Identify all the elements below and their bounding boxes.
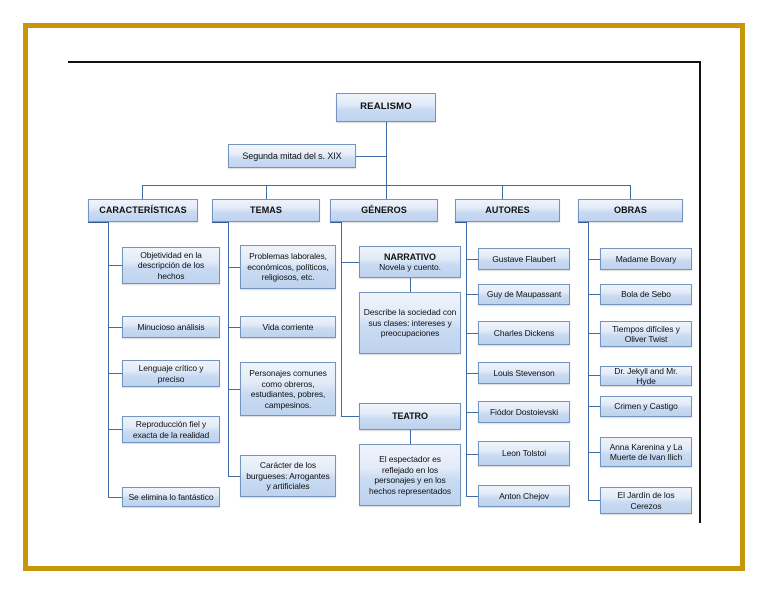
connector-trunk-top-autores [455,222,467,223]
connector-drop-generos [386,185,387,199]
connector-stub-a4 [466,373,478,374]
connector-stub-teatro [341,416,359,417]
connector-narrativo-detail [410,278,411,292]
connector-root-vertical [386,122,387,185]
node-obras-item-2[interactable]: Bola de Sebo [600,284,692,305]
node-obras-item-4[interactable]: Dr. Jekyll and Mr. Hyde [600,366,692,386]
connector-stub-c3 [108,373,122,374]
node-obras-item-7[interactable]: El Jardín de los Cerezos [600,487,692,514]
node-autores-item-6[interactable]: Leon Tolstoi [478,441,570,466]
connector-stub-o1 [588,259,600,260]
connector-stub-a3 [466,333,478,334]
node-caracteristicas-item-3[interactable]: Lenguaje crítico y preciso [122,360,220,387]
node-obras-item-5[interactable]: Crimen y Castigo [600,396,692,417]
node-header-temas[interactable]: TEMAS [212,199,320,222]
connector-trunk-temas [228,222,229,476]
node-autores-item-4[interactable]: Louis Stevenson [478,362,570,384]
connector-trunk-top-generos [330,222,342,223]
node-temas-item-4[interactable]: Carácter de los burgueses: Arrogantes y … [240,455,336,497]
node-header-obras[interactable]: OBRAS [578,199,683,222]
connector-stub-t4 [228,476,240,477]
node-temas-item-1[interactable]: Problemas laborales, económicos, polític… [240,245,336,289]
connector-stub-a2 [466,294,478,295]
connector-trunk-caracteristicas [108,222,109,497]
inner-rule-top [68,61,701,63]
connector-stub-o7 [588,500,600,501]
connector-stub-a1 [466,259,478,260]
node-header-caracteristicas[interactable]: CARACTERÍSTICAS [88,199,198,222]
connector-stub-c5 [108,497,122,498]
node-autores-item-3[interactable]: Charles Dickens [478,321,570,345]
node-obras-item-6[interactable]: Anna Karenina y La Muerte de Ivan Ilich [600,437,692,467]
node-root-realismo[interactable]: REALISMO [336,93,436,122]
connector-stub-c2 [108,327,122,328]
connector-trunk-top-obras [578,222,589,223]
connector-period-stub [356,156,387,157]
node-caracteristicas-item-2[interactable]: Minucioso análisis [122,316,220,338]
connector-stub-a7 [466,496,478,497]
connector-drop-caracteristicas [142,185,143,199]
connector-stub-t2 [228,327,240,328]
connector-trunk-generos [341,222,342,416]
node-generos-narrativo-detail[interactable]: Describe la sociedad con sus clases: int… [359,292,461,354]
node-header-autores[interactable]: AUTORES [455,199,560,222]
node-obras-item-3[interactable]: Tiempos difíciles y Oliver Twist [600,321,692,347]
node-caracteristicas-item-4[interactable]: Reproducción fiel y exacta de la realida… [122,416,220,443]
node-temas-item-2[interactable]: Vida corriente [240,316,336,338]
generos-narrativo-subtitle: Novela y cuento. [379,262,441,272]
node-caracteristicas-item-5[interactable]: Se elimina lo fantástico [122,487,220,507]
connector-stub-t1 [228,267,240,268]
generos-narrativo-title: NARRATIVO [384,251,436,262]
node-autores-item-5[interactable]: Fiódor Dostoievski [478,401,570,423]
node-period[interactable]: Segunda mitad del s. XIX [228,144,356,168]
connector-drop-temas [266,185,267,199]
connector-stub-t3 [228,389,240,390]
connector-stub-o4 [588,375,600,376]
connector-drop-autores [502,185,503,199]
node-autores-item-2[interactable]: Guy de Maupassant [478,284,570,305]
node-temas-item-3[interactable]: Personajes comunes como obreros, estudia… [240,362,336,416]
connector-teatro-detail [410,430,411,444]
node-obras-item-1[interactable]: Madame Bovary [600,248,692,270]
connector-stub-a6 [466,454,478,455]
connector-stub-o2 [588,294,600,295]
connector-stub-a5 [466,412,478,413]
connector-stub-o6 [588,452,600,453]
node-generos-teatro[interactable]: TEATRO [359,403,461,430]
node-autores-item-7[interactable]: Anton Chejov [478,485,570,507]
connector-trunk-top-temas [212,222,229,223]
connector-drop-obras [630,185,631,199]
connector-stub-o5 [588,406,600,407]
connector-stub-c4 [108,429,122,430]
connector-trunk-autores [466,222,467,496]
connector-trunk-top-caracteristicas [88,222,109,223]
connector-stub-o3 [588,333,600,334]
node-generos-narrativo[interactable]: NARRATIVO Novela y cuento. [359,246,461,278]
connector-trunk-obras [588,222,589,500]
connector-stub-c1 [108,265,122,266]
node-generos-teatro-detail[interactable]: El espectador es reflejado en los person… [359,444,461,506]
node-caracteristicas-item-1[interactable]: Objetividad en la descripción de los hec… [122,247,220,284]
node-header-generos[interactable]: GÉNEROS [330,199,438,222]
connector-stub-narrativo [341,262,359,263]
inner-rule-right [699,61,701,523]
node-autores-item-1[interactable]: Gustave Flaubert [478,248,570,270]
